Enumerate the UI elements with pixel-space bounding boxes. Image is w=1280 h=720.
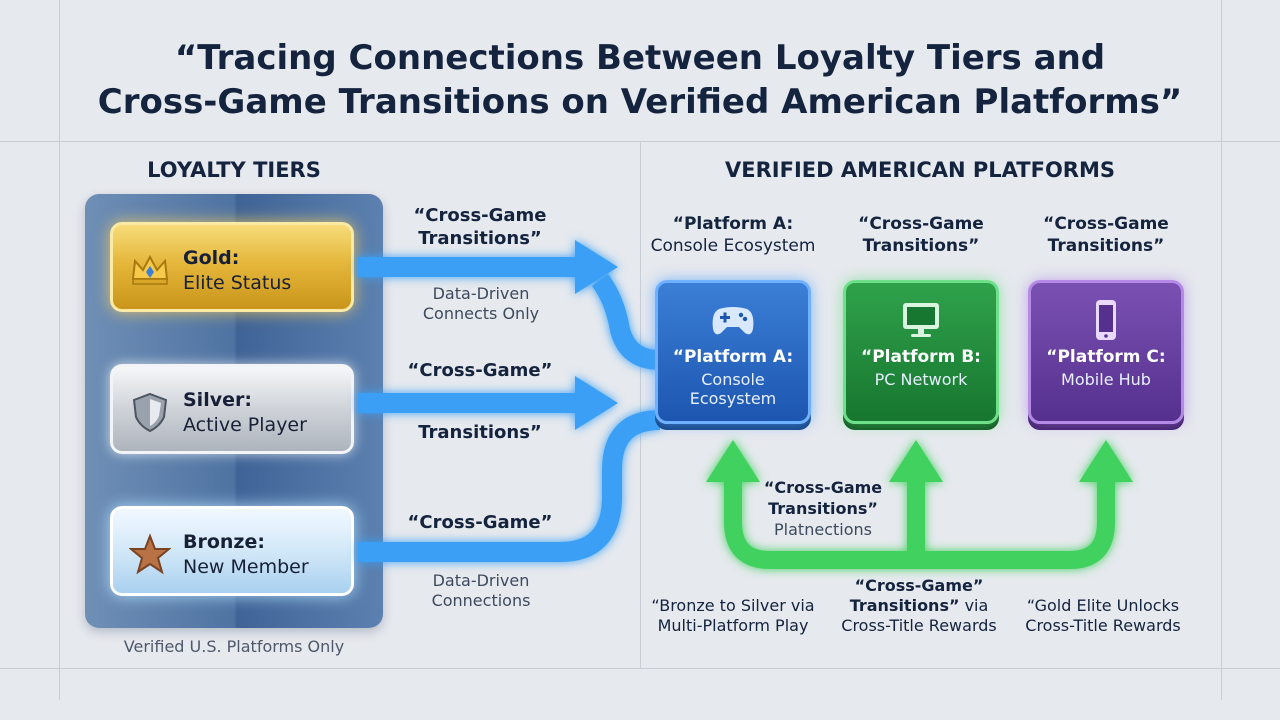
note-1-line-1: “Bronze to Silver via: [651, 596, 815, 615]
note-2-line-2a: Transitions”: [849, 596, 960, 615]
page-title: “Tracing Connections Between Loyalty Tie…: [60, 36, 1220, 124]
bottom-arrow-sub-1: Data-Driven: [432, 571, 530, 590]
platform-name-c: “Platform C:: [1046, 347, 1166, 367]
shield-icon: [132, 392, 168, 433]
note-2-line-3: Cross-Title Rewards: [841, 616, 997, 635]
note-1-line-2: Multi-Platform Play: [657, 616, 809, 635]
loyalty-tiers-heading: LOYALTY TIERS: [147, 158, 321, 182]
col-label-c-1: “Cross-Game: [1043, 214, 1169, 234]
platform-card-b[interactable]: “Platform B: PC Network: [843, 280, 999, 424]
top-arrow-label-1: “Cross-Game: [413, 205, 547, 226]
grid-line-left: [59, 0, 60, 700]
platform-desc-a: Console Ecosystem: [689, 370, 777, 408]
phone-icon: [1096, 300, 1116, 340]
tier-card-bronze[interactable]: Bronze: New Member: [110, 506, 354, 596]
col-label-a-2: Console Ecosystem: [650, 236, 816, 256]
note-3-line-2: Cross-Title Rewards: [1025, 616, 1181, 635]
green-flows: [706, 440, 1133, 569]
tier-name-bronze: Bronze:: [183, 531, 265, 553]
platform-desc-c: Mobile Hub: [1061, 370, 1151, 389]
grid-line-bottom: [0, 668, 1280, 669]
green-arrow-head-a: [706, 440, 760, 482]
col-label-b-2: Transitions”: [862, 236, 980, 256]
tier-card-gold[interactable]: Gold: Elite Status: [110, 222, 354, 312]
top-arrow-label: “Cross-Game Transitions”: [395, 204, 565, 250]
note-2-line-2b: via: [959, 596, 989, 615]
col-label-a-1: “Platform A:: [672, 214, 794, 234]
note-3-line-1: “Gold Elite Unlocks: [1026, 596, 1180, 615]
gamepad-icon: [712, 307, 754, 335]
note-2-line-1: “Cross-Game”: [854, 576, 984, 595]
tier-desc-bronze: New Member: [183, 556, 309, 578]
bottom-arrow-sublabel: Data-Driven Connections: [400, 571, 562, 611]
note-bronze-to-silver: “Bronze to Silver via Multi-Platform Pla…: [643, 596, 823, 636]
star-icon: [129, 533, 171, 575]
mid-arrow-label-2: Transitions”: [418, 422, 542, 443]
title-line-1: “Tracing Connections Between Loyalty Tie…: [174, 38, 1106, 78]
col-label-a: “Platform A: Console Ecosystem: [633, 213, 833, 257]
arrow-bronze-flow: [358, 410, 661, 562]
green-center-label-1: “Cross-Game: [763, 478, 883, 497]
platform-card-c[interactable]: “Platform C: Mobile Hub: [1028, 280, 1184, 424]
col-label-b: “Cross-Game Transitions”: [821, 213, 1021, 257]
tier-desc-silver: Active Player: [183, 414, 307, 436]
tier-card-silver[interactable]: Silver: Active Player: [110, 364, 354, 454]
arrow-gold-head: [575, 240, 618, 294]
col-label-b-1: “Cross-Game: [858, 214, 984, 234]
green-center-label: “Cross-Game Transitions” Platnections: [752, 477, 894, 540]
green-center-label-2: Transitions”: [768, 499, 878, 518]
bottom-arrow-sub-2: Connections: [431, 591, 531, 610]
curve-to-platform-a-top: [591, 274, 661, 370]
monitor-icon: [903, 303, 939, 337]
note-cross-game: “Cross-Game” Transitions” via Cross-Titl…: [826, 576, 1012, 636]
platform-name-b: “Platform B:: [861, 347, 981, 367]
tier-name-silver: Silver:: [183, 389, 252, 411]
grid-line-divider: [640, 141, 641, 668]
tier-name-gold: Gold:: [183, 247, 240, 269]
col-label-c-2: Transitions”: [1047, 236, 1165, 256]
top-arrow-label-2: Transitions”: [418, 228, 542, 249]
platform-desc-b: PC Network: [874, 370, 968, 389]
arrow-silver-head: [575, 376, 618, 430]
top-arrow-sub-1: Data-Driven: [432, 284, 530, 303]
tier-desc-gold: Elite Status: [183, 272, 292, 294]
blue-flows: [358, 240, 661, 562]
grid-line-right: [1221, 0, 1222, 700]
top-arrow-sublabel: Data-Driven Connects Only: [400, 284, 562, 324]
note-gold-elite: “Gold Elite Unlocks Cross-Title Rewards: [1013, 596, 1193, 636]
top-arrow-sub-2: Connects Only: [422, 304, 540, 323]
note-2-line-2: Transitions” via: [826, 596, 1012, 616]
panel-footer-note: Verified U.S. Platforms Only: [123, 637, 345, 656]
title-line-2: Cross-Game Transitions on Verified Ameri…: [97, 82, 1183, 122]
platform-name-a: “Platform A:: [672, 347, 794, 367]
platform-card-a[interactable]: “Platform A: Console Ecosystem: [655, 280, 811, 424]
green-arrow-head-c: [1079, 440, 1133, 482]
green-arrow-head-b: [889, 440, 943, 482]
crown-icon: [131, 254, 169, 285]
platforms-heading: VERIFIED AMERICAN PLATFORMS: [725, 158, 1115, 182]
green-center-sub: Platnections: [774, 520, 872, 539]
col-label-c: “Cross-Game Transitions”: [1006, 213, 1206, 257]
bottom-arrow-label: “Cross-Game”: [407, 512, 553, 533]
mid-arrow-label-1: “Cross-Game”: [407, 360, 553, 381]
